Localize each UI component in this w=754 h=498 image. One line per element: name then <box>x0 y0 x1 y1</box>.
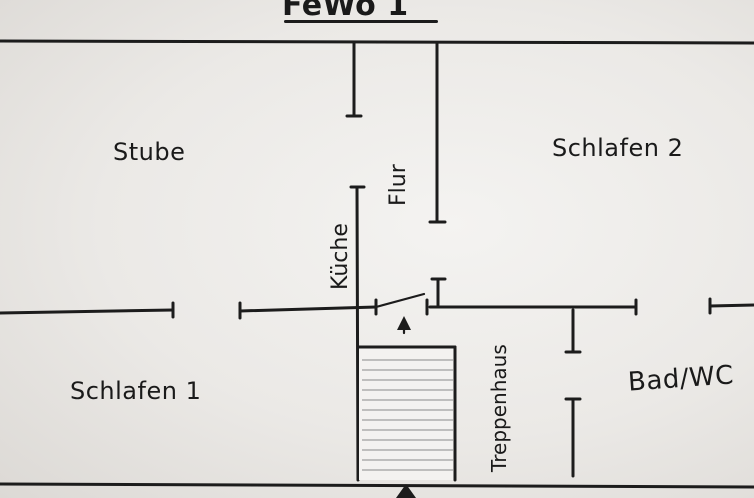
room-label-flur: Flur <box>386 164 411 206</box>
stair-steps <box>362 359 453 471</box>
mid-wall-far-right <box>708 303 754 308</box>
title-underline <box>284 20 438 23</box>
mid-wall-center <box>238 305 378 313</box>
room-label-stube: Stube <box>113 138 186 166</box>
plan-title: FeWo 1 <box>282 0 409 23</box>
room-label-schlafen2: Schlafen 2 <box>552 134 684 162</box>
mid-wall-left <box>0 308 175 315</box>
room-label-kueche: Küche <box>328 223 353 290</box>
bottom-wall <box>0 482 754 489</box>
top-wall <box>0 39 754 45</box>
staircase-fill <box>359 346 456 480</box>
bottom-arrow-icon <box>396 484 416 498</box>
room-label-schlafen1: Schlafen 1 <box>70 377 202 405</box>
wall-kueche-schlafen1 <box>355 185 360 482</box>
entrance-arrow-icon <box>397 316 411 330</box>
room-label-treppenhaus: Treppenhaus <box>487 344 511 472</box>
entrance-door-leaf <box>374 292 426 309</box>
